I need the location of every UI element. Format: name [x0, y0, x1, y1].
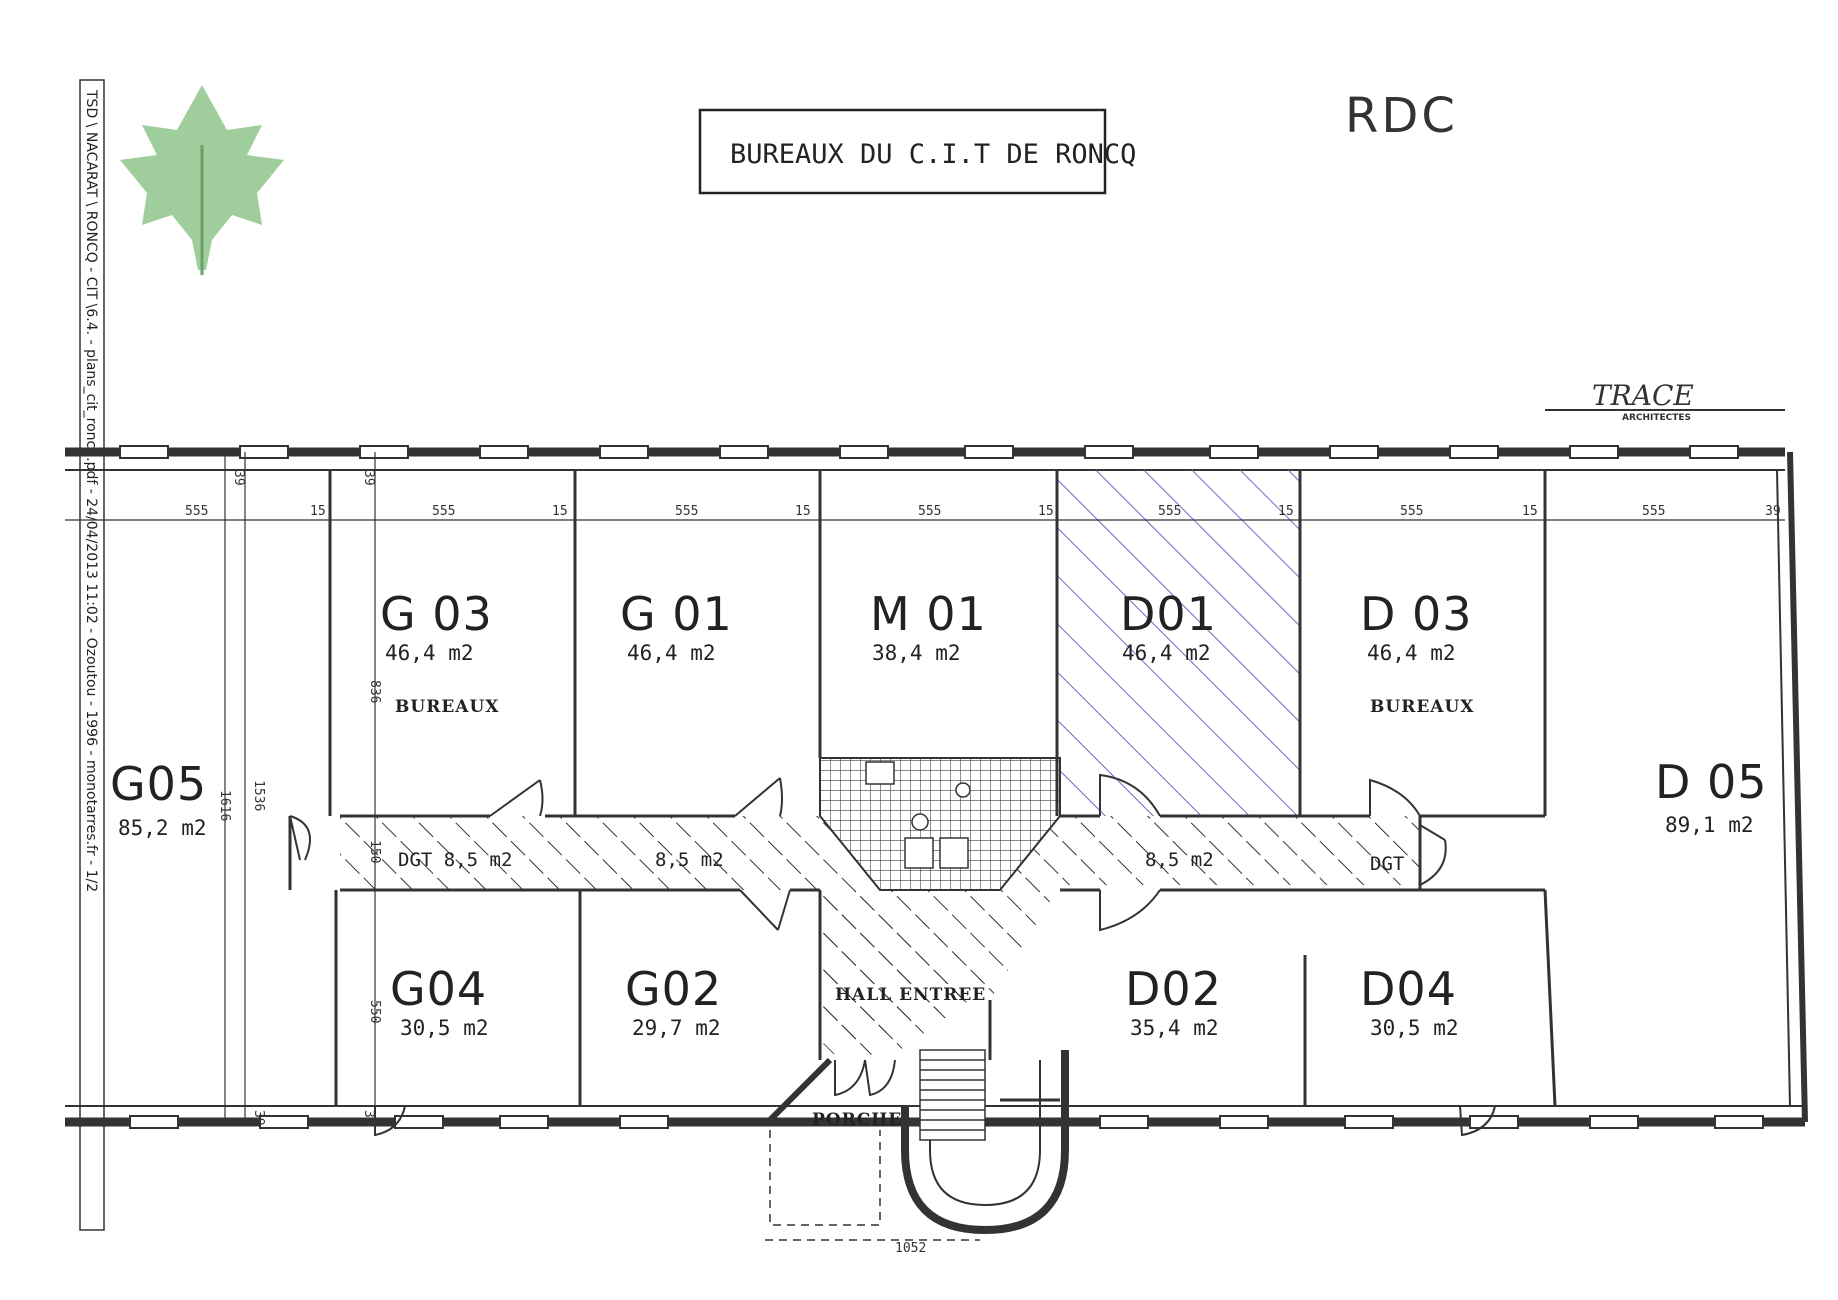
- side-dimension-labels: 39 39 836 150 550 39 39 1616 1536 1052: [217, 470, 926, 1256]
- room-id: D 05: [1655, 755, 1768, 809]
- room-d01-highlight: [1057, 470, 1300, 816]
- dim-bottom: 1052: [895, 1241, 926, 1256]
- corridor-left-label: DGT 8,5 m2: [398, 849, 512, 871]
- room-labels: G05 85,2 m2 G 03 46,4 m2 BUREAUX G 01 46…: [110, 587, 1768, 1040]
- top-dimension-labels: 555 15 555 15 555 15 555 15 555 15 555 1…: [185, 504, 1781, 519]
- building-walls: [65, 445, 1808, 1129]
- dim-total-b: 1536: [251, 780, 266, 811]
- room-id: G 03: [380, 587, 493, 641]
- dim-top: 39: [1765, 504, 1781, 519]
- corridor-labels: DGT 8,5 m2 8,5 m2 8,5 m2 DGT HALL ENTREE…: [398, 849, 1404, 1130]
- room-use-label: BUREAUX: [1370, 697, 1474, 717]
- dim-total-a: 1616: [217, 790, 232, 821]
- room-area: 85,2 m2: [118, 816, 207, 840]
- level-label: RDC: [1345, 88, 1458, 144]
- corridor-area: 8,5 m2: [655, 849, 724, 871]
- interior-walls: [288, 470, 1557, 1235]
- dim-top: 555: [918, 504, 941, 519]
- dim-wall-top: 39: [361, 470, 376, 486]
- dim-top: 15: [310, 504, 326, 519]
- dim-wall-bottom: 39: [361, 1110, 376, 1126]
- room-area: 30,5 m2: [1370, 1016, 1459, 1040]
- dim-lower-depth: 550: [367, 1000, 382, 1023]
- dim-top: 555: [432, 504, 455, 519]
- room-id: G02: [625, 962, 722, 1016]
- corridor-area: 8,5 m2: [1145, 849, 1214, 871]
- dim-top: 555: [675, 504, 698, 519]
- side-path-strip: TSD \ NACARAT \ RONCQ - CIT \6.4. - plan…: [79, 79, 105, 1231]
- room-id: D04: [1360, 962, 1457, 1016]
- architect-name: TRACE: [1592, 379, 1694, 412]
- room-area: 29,7 m2: [632, 1016, 721, 1040]
- room-id: G 01: [620, 587, 733, 641]
- room-id: D02: [1125, 962, 1222, 1016]
- room-area: 46,4 m2: [385, 641, 474, 665]
- doors: [289, 773, 1496, 1137]
- dimension-lines: [65, 452, 1785, 1122]
- room-area: 46,4 m2: [627, 641, 716, 665]
- room-id: M 01: [870, 587, 987, 641]
- corridor-right-label: DGT: [1370, 853, 1404, 875]
- architect-subtitle: ARCHITECTES: [1622, 413, 1691, 423]
- dim-top: 15: [552, 504, 568, 519]
- dim-top: 15: [795, 504, 811, 519]
- staircase: [919, 1049, 986, 1141]
- dim-wall-top: 39: [231, 470, 246, 486]
- room-area: 46,4 m2: [1122, 641, 1211, 665]
- porch-outline: [765, 1130, 980, 1241]
- dim-corridor-width: 150: [367, 840, 382, 863]
- room-id: G05: [110, 757, 207, 811]
- circulation-area: [340, 816, 1420, 1060]
- room-area: 46,4 m2: [1367, 641, 1456, 665]
- dim-top: 15: [1038, 504, 1054, 519]
- dim-top: 15: [1278, 504, 1294, 519]
- dim-wall-bottom: 39: [251, 1110, 266, 1126]
- room-id: D01: [1120, 587, 1217, 641]
- dim-office-depth: 836: [367, 680, 382, 703]
- dim-top: 555: [1158, 504, 1181, 519]
- dim-top: 555: [1400, 504, 1423, 519]
- dim-top: 555: [1642, 504, 1665, 519]
- dim-top: 555: [185, 504, 208, 519]
- room-use-label: BUREAUX: [395, 697, 499, 717]
- side-path-text: TSD \ NACARAT \ RONCQ - CIT \6.4. - plan…: [83, 89, 99, 892]
- leaf-logo: [120, 85, 284, 275]
- room-area: 30,5 m2: [400, 1016, 489, 1040]
- room-area: 89,1 m2: [1665, 813, 1754, 837]
- architect-stamp: TRACE ARCHITECTES: [1545, 379, 1785, 423]
- hall-label: HALL ENTREE: [835, 985, 986, 1005]
- room-id: G04: [390, 962, 487, 1016]
- sanitary-block: [819, 757, 1061, 891]
- room-id: D 03: [1360, 587, 1473, 641]
- dim-top: 15: [1522, 504, 1538, 519]
- porch-label: PORCHE: [812, 1110, 902, 1130]
- room-area: 38,4 m2: [872, 641, 961, 665]
- plan-title: BUREAUX DU C.I.T DE RONCQ: [730, 139, 1136, 170]
- room-area: 35,4 m2: [1130, 1016, 1219, 1040]
- title-block: BUREAUX DU C.I.T DE RONCQ: [698, 108, 1136, 195]
